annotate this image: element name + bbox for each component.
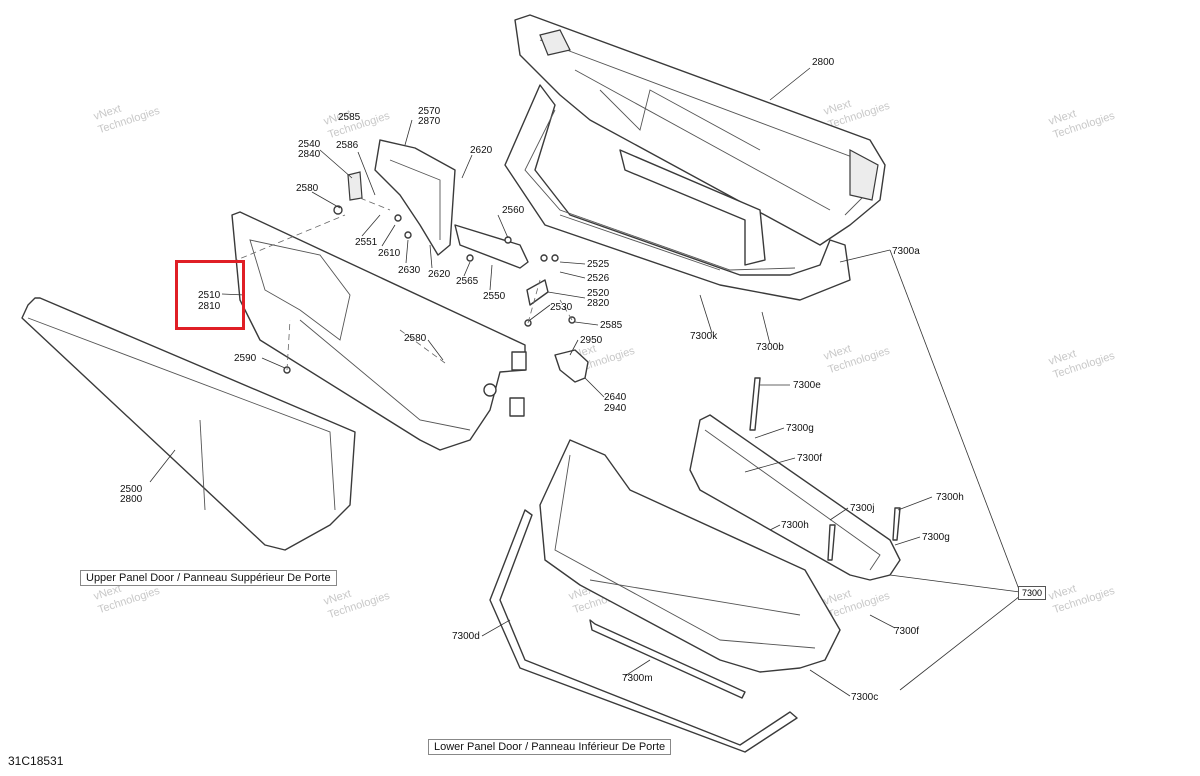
upper-bracket-part	[283, 139, 589, 383]
lower-panel-section-label: Lower Panel Door / Panneau Inférieur De …	[428, 739, 672, 755]
callout-label: 2620	[470, 145, 493, 156]
callout-label: 7300g	[786, 423, 814, 434]
upper-door-frame-part	[514, 14, 886, 246]
callout-label: 2640	[604, 392, 627, 403]
callout-label: 7300k	[690, 331, 718, 342]
callout-label: 2840	[298, 149, 321, 160]
assembly-lines	[231, 197, 573, 371]
weather-strip-part	[489, 509, 798, 753]
callout-label: 2580	[296, 183, 319, 194]
callout-label: 7300h	[781, 520, 809, 531]
callout-label: 2550	[483, 291, 506, 302]
highlighted-callout-box[interactable]: 2510 2810	[175, 260, 245, 330]
assembly-reference-box[interactable]: 7300	[1018, 586, 1047, 600]
outer-upper-panel-part	[21, 297, 356, 551]
callout-label: 7300f	[797, 453, 822, 464]
callout-label: 2800	[812, 57, 835, 68]
callout-label: 2560	[502, 205, 525, 216]
callout-label: 2570	[418, 106, 441, 117]
callout-label: 7300j	[850, 503, 874, 514]
lower-outer-panel-part	[539, 439, 841, 673]
callout-label: 2820	[587, 298, 610, 309]
callout-label: 2950	[580, 335, 603, 346]
inner-panel-part	[231, 211, 527, 451]
callout-label: 2540	[298, 139, 321, 150]
callout-label: 2551	[355, 237, 378, 248]
highlighted-part-number: 2510	[198, 290, 221, 301]
callout-label: 2526	[587, 273, 610, 284]
callout-label: 2870	[418, 116, 441, 127]
callout-label: 2940	[604, 403, 627, 414]
callout-label: 7300a	[892, 246, 920, 257]
callout-label: 2500	[120, 484, 143, 495]
callout-label: 7300h	[936, 492, 964, 503]
callout-label: 7300f	[894, 626, 919, 637]
callout-label: 2620	[428, 269, 451, 280]
callout-label: 2530	[550, 302, 573, 313]
callout-label: 7300g	[922, 532, 950, 543]
callout-label: 2630	[398, 265, 421, 276]
lower-inner-tube-part	[689, 377, 901, 581]
callout-label: 7300m	[622, 673, 653, 684]
lower-door-frame-part	[504, 84, 851, 301]
callout-label: 7300c	[851, 692, 878, 703]
callout-labels: 2800 2585 2570 2870 2540 2840 2586 2620 …	[120, 57, 964, 703]
callout-label: 7300b	[756, 342, 784, 353]
diagram-id: 31C18531	[8, 754, 64, 768]
callout-label: 7300d	[452, 631, 480, 642]
callout-label: 2610	[378, 248, 401, 259]
upper-panel-section-label: Upper Panel Door / Panneau Suppérieur De…	[80, 570, 337, 586]
callout-label: 2585	[600, 320, 623, 331]
callout-label: 7300e	[793, 380, 821, 391]
callout-label: 2585	[338, 112, 361, 123]
callout-label: 2586	[336, 140, 359, 151]
callout-label: 2565	[456, 276, 479, 287]
highlighted-part-number: 2810	[198, 301, 221, 312]
callout-label: 2580	[404, 333, 427, 344]
callout-label: 2590	[234, 353, 257, 364]
callout-label: 2520	[587, 288, 610, 299]
leader-lines	[149, 67, 1021, 697]
callout-label: 2525	[587, 259, 610, 270]
callout-label: 2800	[120, 494, 143, 505]
